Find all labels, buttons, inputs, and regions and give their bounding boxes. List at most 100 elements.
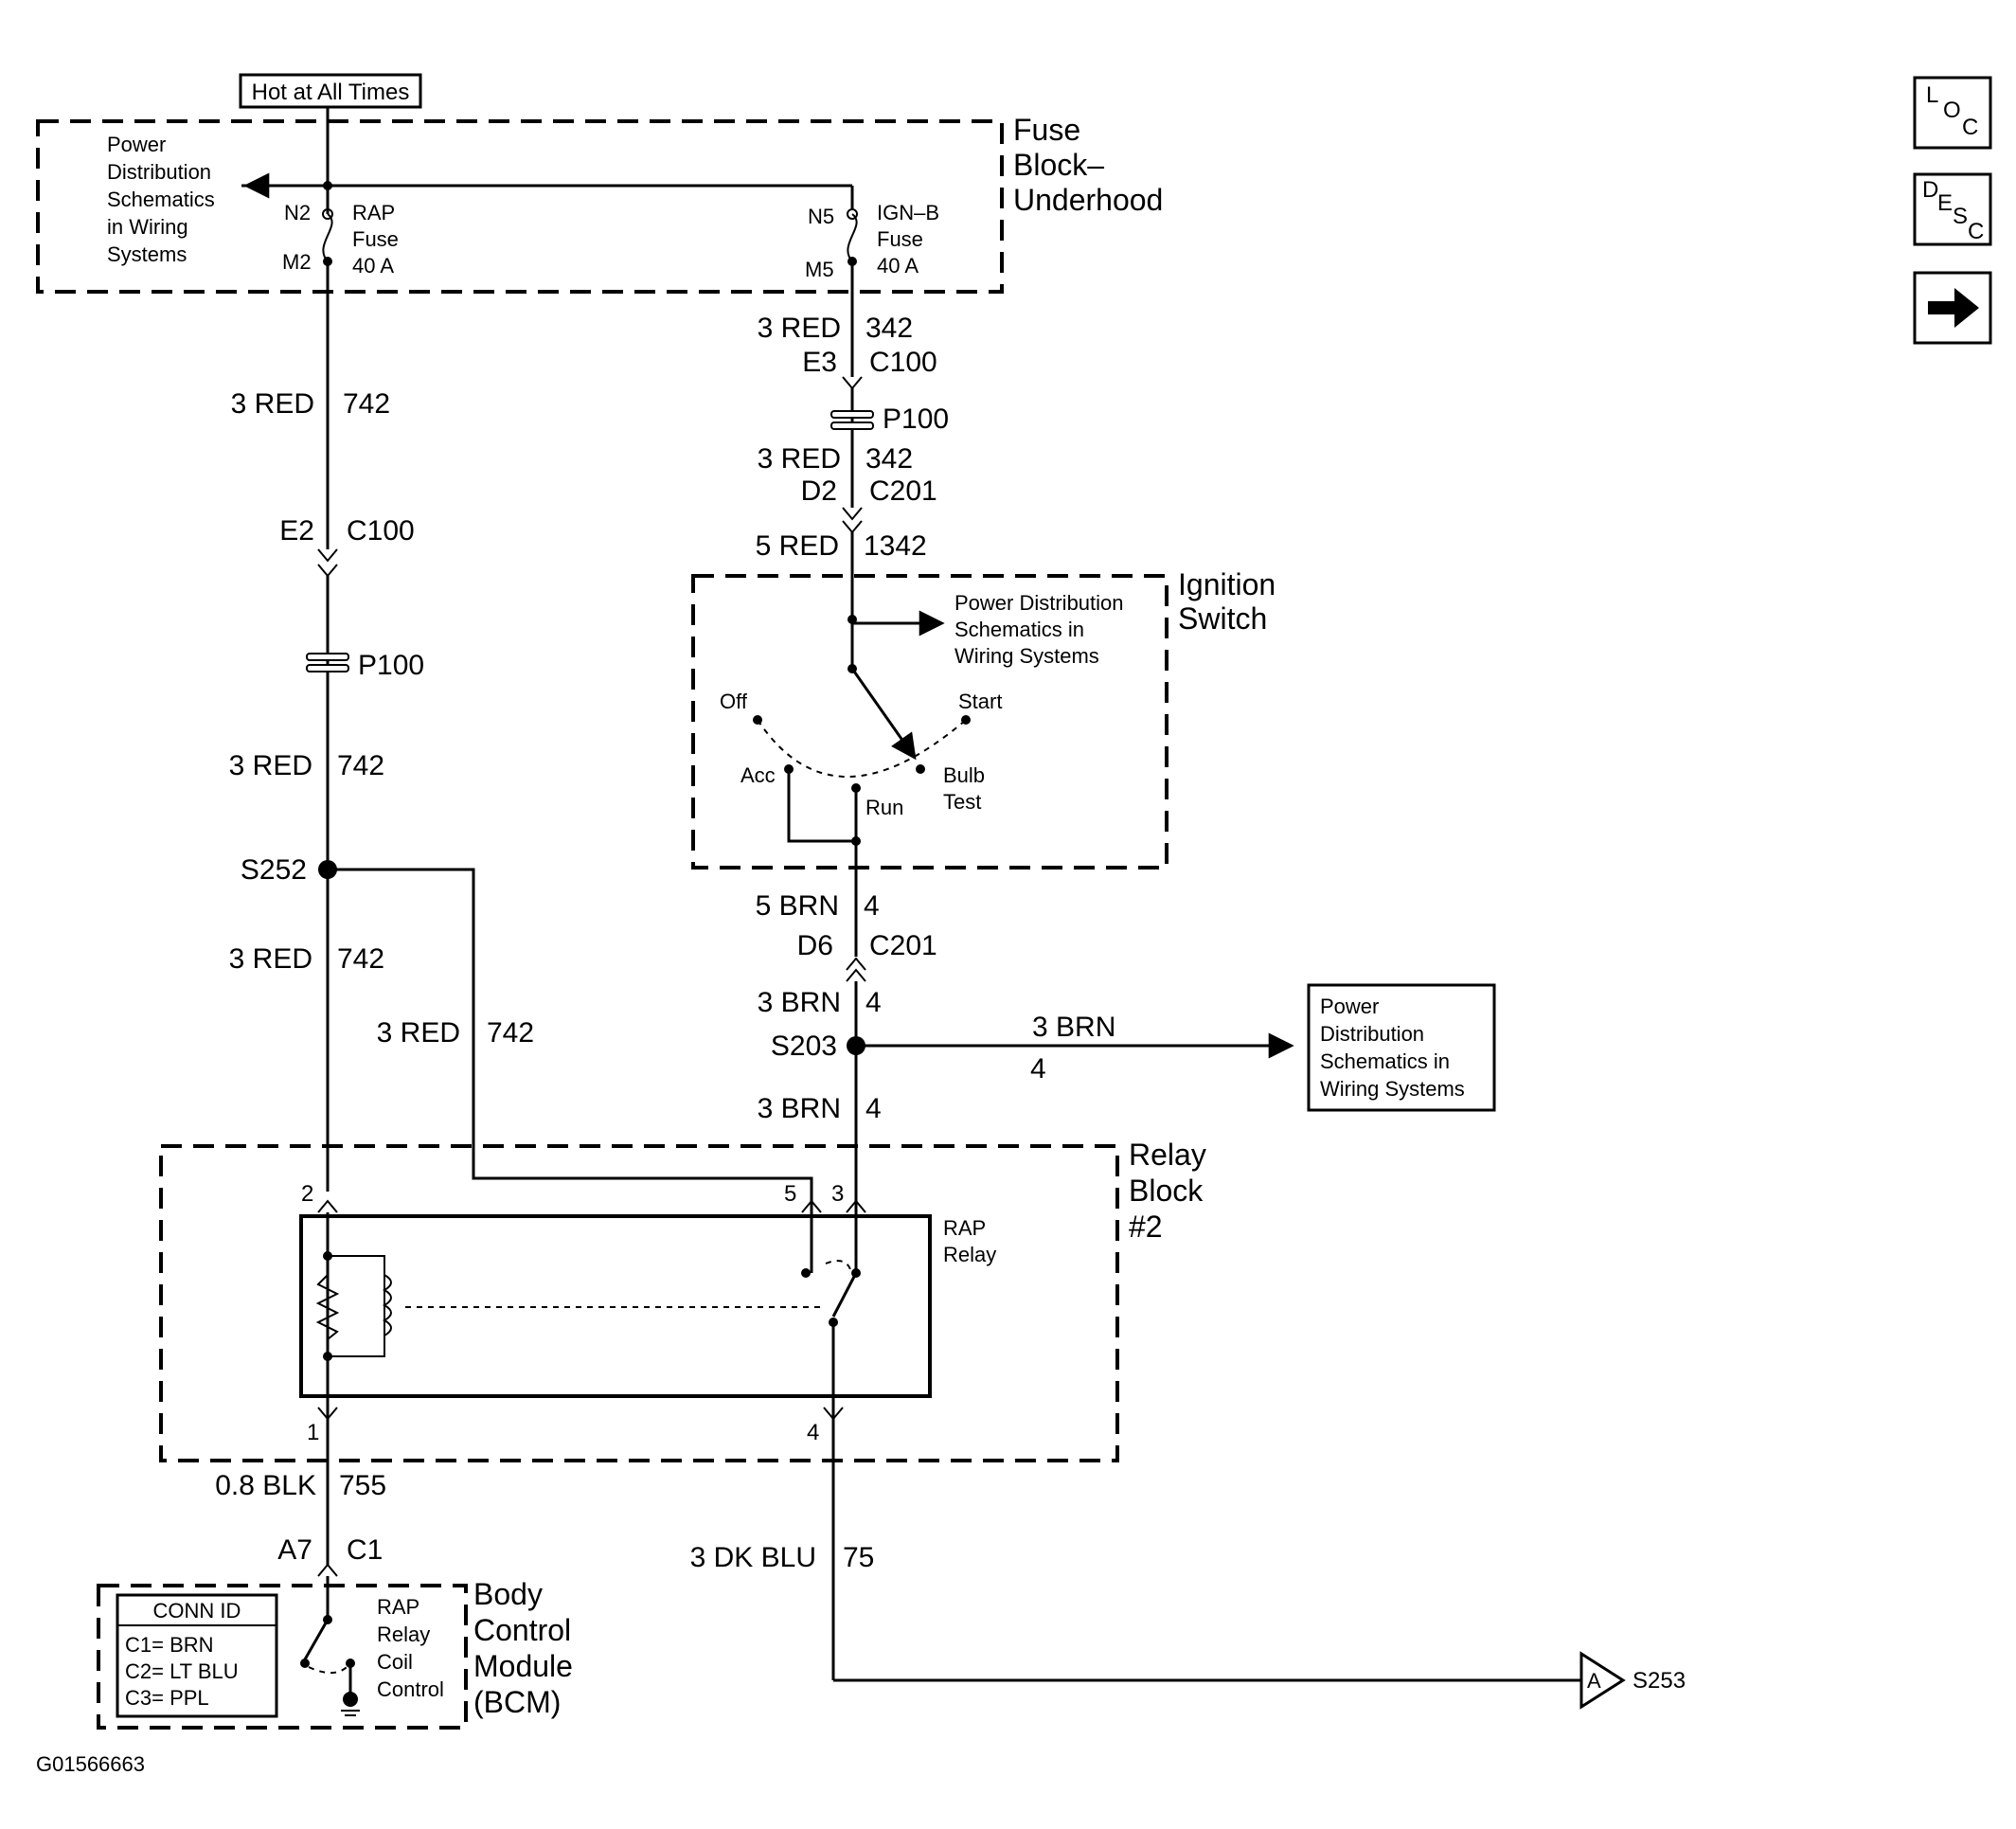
bottom-right-branch: 3 DK BLU 75 A S253 [690, 1419, 1686, 1710]
fuse-pd-note-2: Distribution [107, 160, 211, 184]
figure-id: G01566663 [36, 1752, 145, 1776]
fuse-pd-note-5: Systems [107, 242, 187, 266]
rap-fuse: N2 M2 RAP Fuse 40 A [282, 201, 399, 278]
relay-block-title-1: Relay [1129, 1138, 1206, 1172]
bcm-control-3: Coil [377, 1650, 413, 1674]
ignition-pd-note-3: Wiring Systems [954, 644, 1099, 668]
pd-box-line-3: Schematics in [1320, 1049, 1450, 1073]
rap-relay-label-1: RAP [943, 1216, 986, 1240]
ign-fuse-name-1: IGN–B [877, 201, 939, 224]
rap-relay: RAP Relay [299, 1212, 996, 1398]
right-w3-gauge: 5 RED [756, 530, 839, 562]
relay-pin-1: 1 [307, 1420, 319, 1445]
left-c100-id: C100 [347, 515, 415, 547]
relay-pin-4: 4 [807, 1420, 819, 1445]
bl-gauge: 0.8 BLK [215, 1470, 316, 1501]
right-w1-gauge: 3 RED [758, 313, 841, 344]
loc-letter-l: L [1926, 82, 1938, 108]
pos-off: Off [720, 690, 748, 713]
bcm-title-4: (BCM) [473, 1685, 561, 1719]
br-gauge: 3 DK BLU [690, 1542, 816, 1573]
lr-c201-pin: D6 [797, 930, 833, 961]
right-c100-pin: E3 [802, 347, 837, 378]
relay-pin-2: 2 [301, 1181, 313, 1207]
relay-pin-5: 5 [784, 1181, 796, 1207]
desc-button[interactable]: D E S C [1913, 172, 1992, 246]
pos-acc: Acc [740, 763, 776, 787]
left-c100-pin: E2 [279, 515, 314, 547]
conn-id-row-3: C3= PPL [125, 1686, 209, 1710]
lr-w2-gauge: 3 BRN [758, 987, 841, 1018]
next-arrow-button[interactable] [1913, 271, 1992, 345]
ignition-pd-note-1: Power Distribution [954, 591, 1124, 615]
off-page-ref-a[interactable]: A [1579, 1651, 1626, 1710]
lr-w1-gauge: 5 BRN [756, 890, 839, 922]
right-arrow-icon [1928, 288, 1979, 328]
bcm-title-2: Control [473, 1613, 571, 1647]
fuse-pd-note-4: in Wiring [107, 215, 188, 239]
rap-fuse-name-2: Fuse [352, 227, 399, 251]
left-p100-passthrough: P100 [306, 650, 424, 681]
rap-fuse-bottom-cavity: M2 [282, 250, 312, 274]
br-circuit: 75 [843, 1542, 874, 1573]
fuse-pd-note-3: Schematics [107, 188, 215, 211]
left-w2-gauge: 3 RED [229, 750, 312, 781]
left-w4-gauge: 3 RED [377, 1017, 460, 1049]
left-branch: 3 RED 742 E2 C100 P100 3 RED 742 S252 3 … [229, 261, 813, 1212]
rap-fuse-top-cavity: N2 [284, 201, 311, 224]
lr-branch-gauge: 3 BRN [1032, 1012, 1115, 1043]
right-w1-circuit: 342 [865, 313, 913, 344]
right-c201-pin: D2 [801, 475, 837, 507]
pos-bulb-1: Bulb [943, 763, 985, 787]
lr-w2-circuit: 4 [865, 987, 882, 1018]
rap-fuse-name-3: 40 A [352, 254, 394, 278]
pos-bulb-2: Test [943, 790, 981, 814]
pd-box-line-1: Power [1320, 995, 1379, 1018]
right-w2-circuit: 342 [865, 443, 913, 475]
fuse-block-underhood: Fuse Block– Underhood Power Distribution… [36, 113, 1163, 294]
lr-w3-circuit: 4 [865, 1093, 882, 1124]
conn-id-table: CONN ID C1= BRN C2= LT BLU C3= PPL [116, 1593, 278, 1718]
left-w1-gauge: 3 RED [231, 388, 314, 420]
ign-fuse-name-2: Fuse [877, 227, 923, 251]
bottom-left-branch: 0.8 BLK 755 A7 C1 [215, 1419, 386, 1577]
body-control-module: Body Control Module (BCM) CONN ID C1= BR… [97, 1576, 573, 1730]
bcm-title-3: Module [473, 1649, 573, 1683]
bcm-title-1: Body [473, 1577, 543, 1611]
left-w3-gauge: 3 RED [229, 943, 312, 975]
left-w4-circuit: 742 [487, 1017, 534, 1049]
ignition-title-2: Switch [1178, 601, 1267, 636]
pos-run: Run [865, 796, 903, 819]
desc-letter-e: E [1937, 190, 1953, 216]
lr-w3-gauge: 3 BRN [758, 1093, 841, 1124]
rap-relay-label-2: Relay [943, 1243, 996, 1266]
pd-box-line-2: Distribution [1320, 1022, 1424, 1046]
conn-id-row-1: C1= BRN [125, 1633, 214, 1657]
desc-letter-s: S [1953, 204, 1968, 229]
fuse-block-title-3: Underhood [1013, 183, 1163, 217]
pd-box-line-4: Wiring Systems [1320, 1077, 1465, 1101]
ignition-pd-note-2: Schematics in [954, 618, 1084, 641]
loc-button[interactable]: L O C [1913, 76, 1992, 150]
bcm-control-2: Relay [377, 1623, 430, 1646]
left-w1-circuit: 742 [343, 388, 390, 420]
ign-b-fuse: N5 M5 IGN–B Fuse 40 A [805, 186, 939, 281]
relay-block-title-2: Block [1129, 1174, 1204, 1208]
ign-fuse-top-cavity: N5 [808, 205, 834, 228]
left-w3-circuit: 742 [337, 943, 384, 975]
desc-letter-d: D [1922, 177, 1938, 203]
conn-id-row-2: C2= LT BLU [125, 1659, 239, 1683]
relay-block-2: Relay Block #2 2 5 3 1 4 RAP Relay [159, 1138, 1206, 1462]
right-w3-circuit: 1342 [864, 530, 927, 562]
hot-at-all-times-box: Hot at All Times [239, 73, 422, 109]
ignition-switch-arm [850, 668, 917, 761]
fuse-block-title-1: Fuse [1013, 113, 1080, 147]
desc-letter-c: C [1968, 219, 1984, 244]
right-p100-passthrough: P100 [830, 403, 949, 435]
right-c100-id: C100 [869, 347, 937, 378]
ign-fuse-name-3: 40 A [877, 254, 919, 278]
relay-pin-3: 3 [831, 1181, 844, 1207]
fuse-pd-note-1: Power [107, 133, 166, 156]
pd-box-right: Power Distribution Schematics in Wiring … [1307, 983, 1496, 1112]
